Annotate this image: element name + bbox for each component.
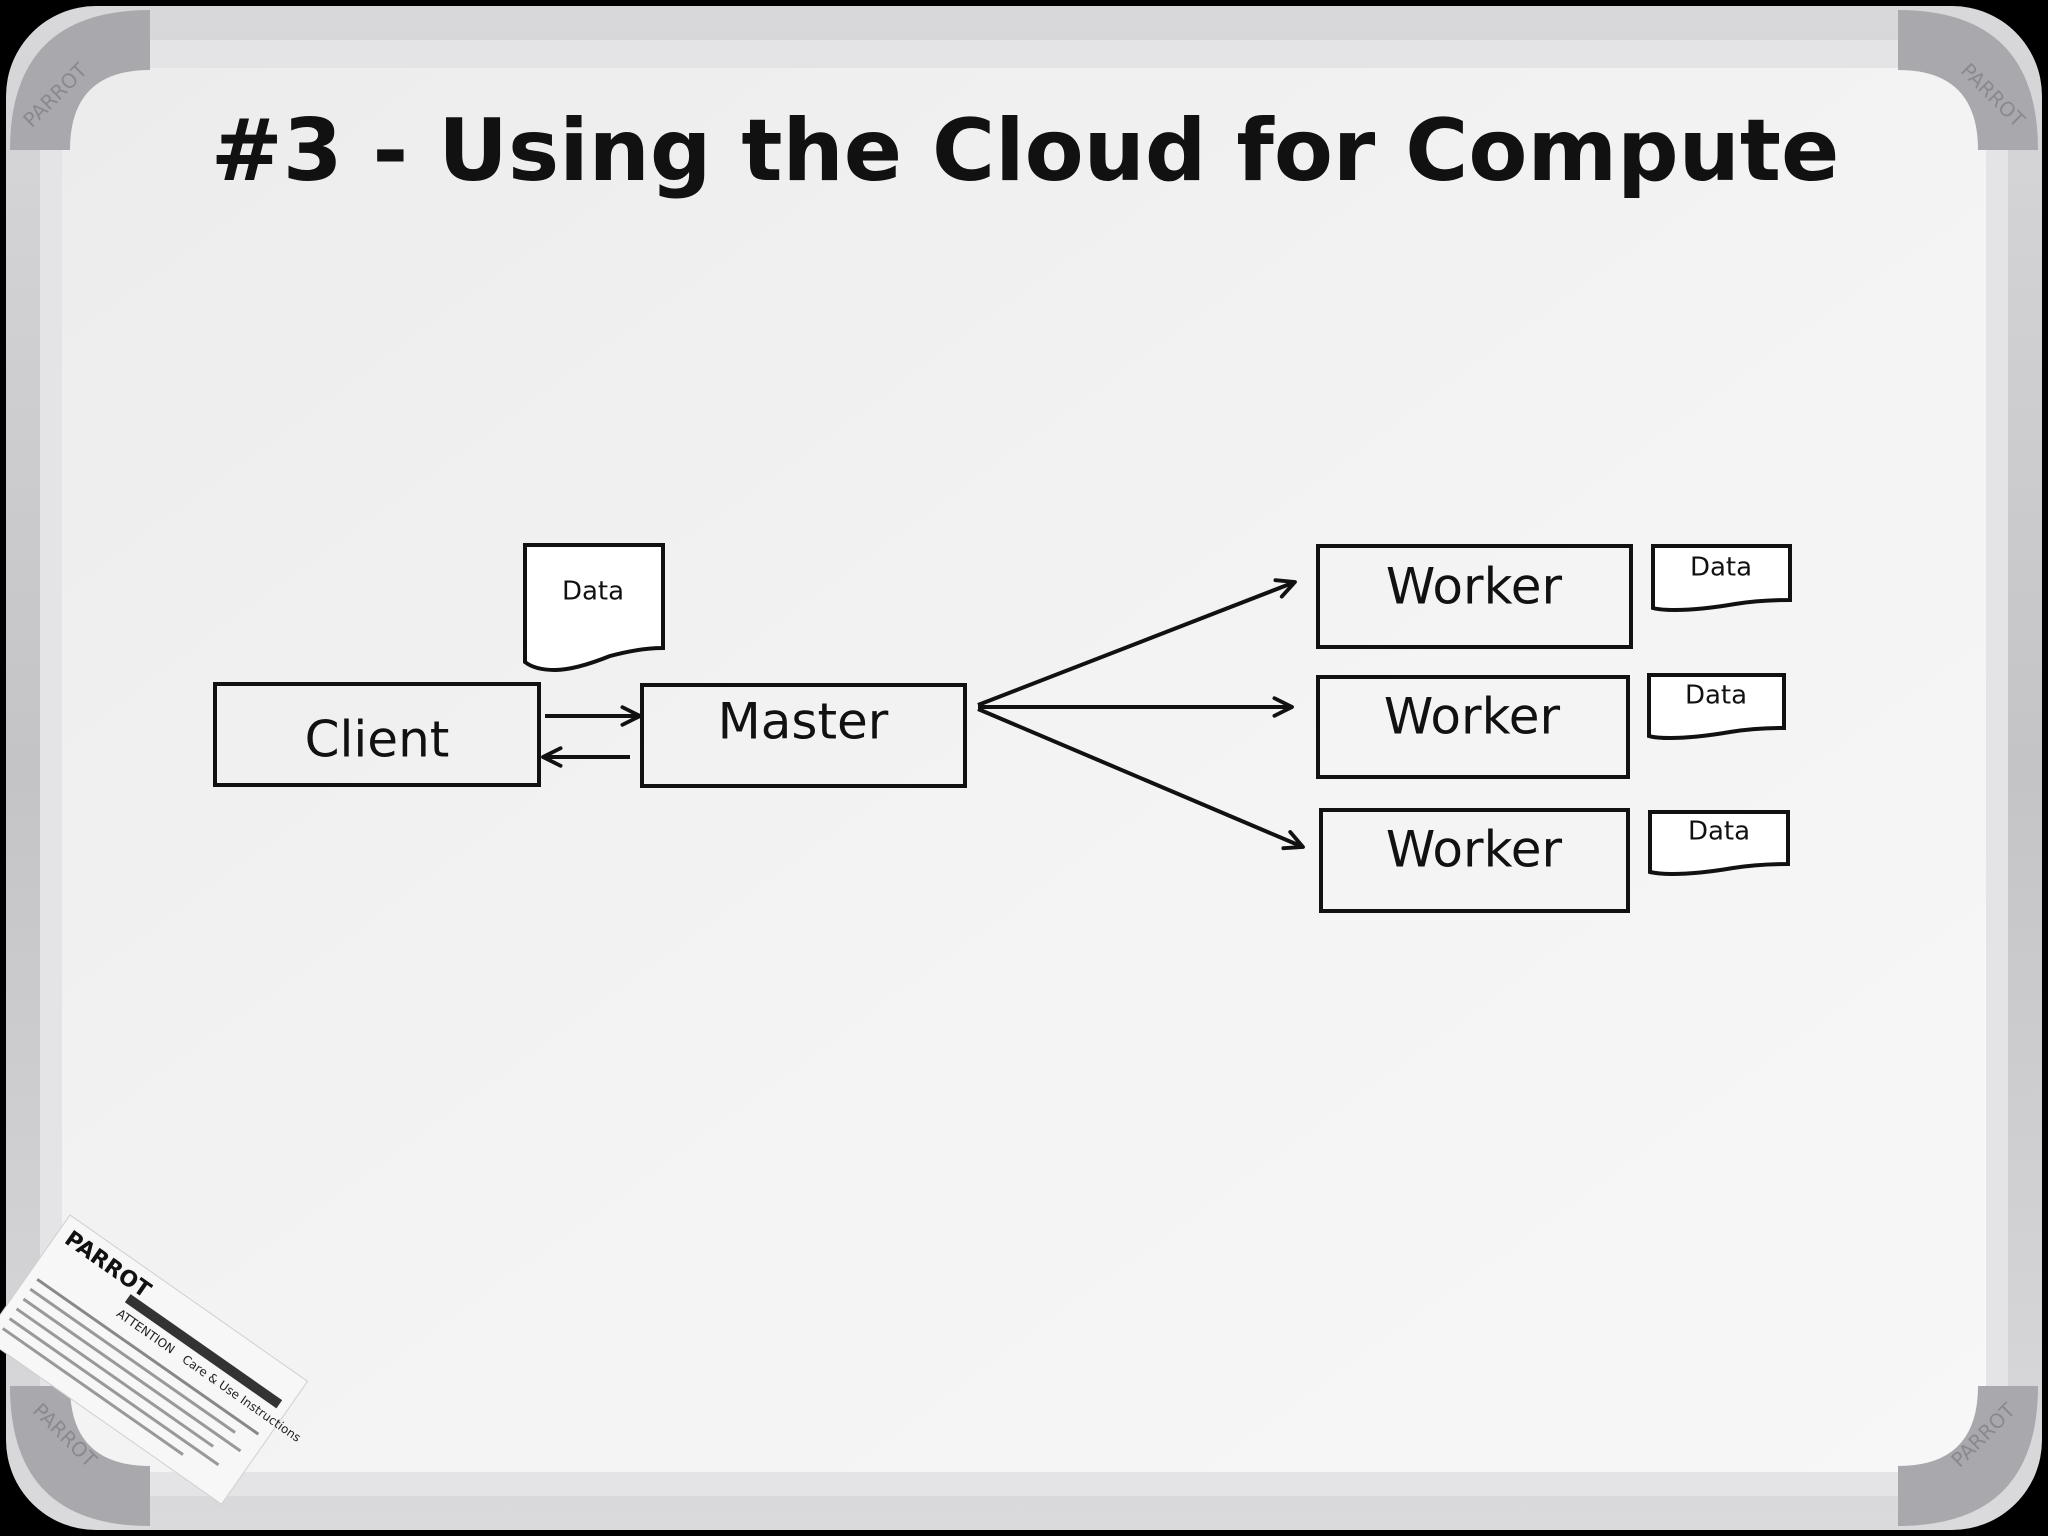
worker-box — [1319, 808, 1630, 913]
worker-data-shape — [1648, 810, 1790, 877]
worker-data-document: Data — [1651, 544, 1792, 613]
worker-data-label: Data — [1690, 553, 1752, 583]
worker-data-shape — [1651, 544, 1792, 613]
sticker-line — [15, 1307, 214, 1448]
master-data-label: Data — [562, 577, 624, 607]
worker-box — [1316, 544, 1633, 649]
sticker-line — [29, 1287, 236, 1434]
worker-data-document: Data — [1647, 673, 1786, 741]
client-label: Client — [305, 711, 450, 769]
sticker-header-bar — [124, 1294, 283, 1409]
worker-node: Worker — [1319, 808, 1630, 913]
master-data-document: Data — [523, 543, 665, 673]
worker-node: Worker — [1316, 544, 1633, 649]
sticker-background — [0, 1214, 309, 1505]
sticker-line — [8, 1317, 220, 1467]
page-title: #3 - Using the Cloud for Compute — [211, 101, 1840, 201]
worker-data-label: Data — [1685, 681, 1747, 711]
corner-cap-bottom-left — [10, 1386, 150, 1526]
worker-label: Worker — [1384, 688, 1561, 746]
corner-cap-top-left — [10, 10, 150, 150]
corner-cap-bottom-right — [1898, 1386, 2038, 1526]
master-node: Master — [640, 683, 967, 788]
master-to-worker-1-arrow — [977, 578, 1297, 707]
client-node: Client — [213, 682, 541, 787]
client-box — [213, 682, 541, 787]
board-surface — [62, 68, 1986, 1472]
master-box — [640, 683, 967, 788]
master-label: Master — [718, 693, 889, 751]
worker-data-document: Data — [1648, 810, 1790, 877]
worker-box — [1316, 675, 1630, 779]
worker-data-shape — [1647, 673, 1786, 741]
sticker-line — [22, 1297, 242, 1453]
worker-label: Worker — [1386, 821, 1563, 879]
manufacturer-sticker: PARROT ATTENTION Care & Use Instructions — [0, 1214, 309, 1505]
worker-label: Worker — [1386, 558, 1563, 616]
sticker-line — [1, 1327, 184, 1456]
sticker-line — [36, 1278, 260, 1436]
corner-cap-top-right — [1898, 10, 2038, 150]
worker-data-label: Data — [1688, 817, 1750, 847]
master-data-shape — [523, 543, 665, 673]
worker-node: Worker — [1316, 675, 1630, 779]
master-to-worker-3-arrow — [977, 707, 1305, 851]
